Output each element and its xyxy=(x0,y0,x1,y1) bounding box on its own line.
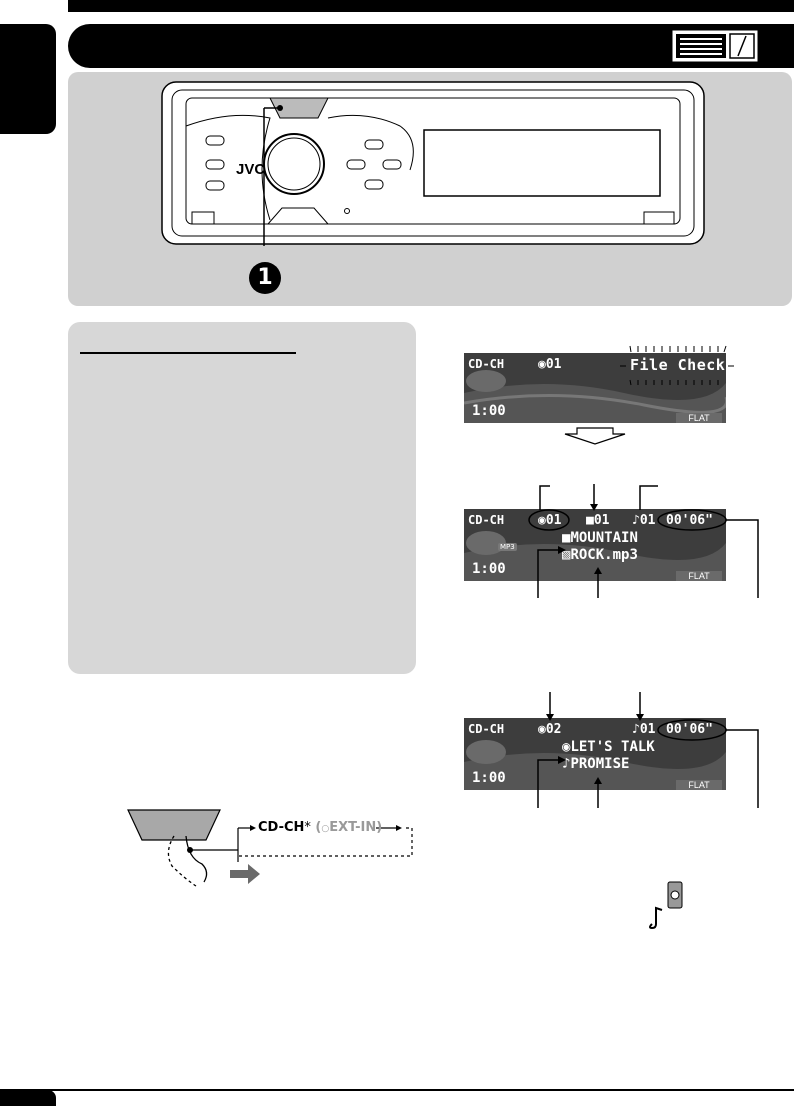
disc-and-note-icon xyxy=(649,881,683,930)
down-arrow xyxy=(564,427,626,445)
track-title: ♪PROMISE xyxy=(562,756,630,772)
folder-name: ■MOUNTAIN xyxy=(562,530,638,546)
clock: 1:00 xyxy=(472,770,506,786)
callout-number: 1 xyxy=(249,262,281,294)
lcd-screen-3: CD-CH ◉02 ♪01 00'06" ◉LET'S TALK ♪PROMIS… xyxy=(464,718,726,790)
brand-logo: JVC xyxy=(236,161,265,178)
source-button-illustration xyxy=(127,809,260,887)
eq-mode: FLAT xyxy=(676,780,722,790)
top-rule xyxy=(68,0,794,12)
source-label: CD-CH xyxy=(468,513,505,527)
lcd3-callouts xyxy=(537,692,759,808)
clock: 1:00 xyxy=(472,561,506,577)
heading-underline xyxy=(80,352,296,354)
disc-number: ◉02 xyxy=(538,722,562,737)
folder-number: ■01 xyxy=(586,513,610,528)
disc-number: ◉01 xyxy=(538,357,562,372)
source-label: CD-CH xyxy=(468,722,505,736)
info-box xyxy=(68,322,416,674)
mp3-badge: MP3 xyxy=(498,543,517,551)
lcd-screen-2: CD-CH MP3 ◉01 ■01 ♪01 00'06" ■MOUNTAIN ▧… xyxy=(464,509,726,581)
bottom-rule xyxy=(0,1089,794,1091)
car-stereo-faceplate: JVC xyxy=(161,81,705,246)
blink-indicator xyxy=(620,345,734,386)
elapsed-time: 00'06" xyxy=(666,513,713,528)
eq-mode: FLAT xyxy=(676,413,722,423)
file-check-message: File Check xyxy=(630,356,726,374)
flow-cd-ch: CD-CH* (○EXT-IN) xyxy=(258,820,383,835)
flow-arrows xyxy=(238,825,413,857)
track-number: ♪01 xyxy=(632,513,656,528)
clock: 1:00 xyxy=(472,403,506,419)
disc-number: ◉01 xyxy=(538,513,562,528)
track-number: ♪01 xyxy=(632,722,656,737)
file-name: ▧ROCK.mp3 xyxy=(562,547,638,563)
eq-mode: FLAT xyxy=(676,571,722,581)
language-tab xyxy=(0,24,56,134)
page-number-tab xyxy=(0,1090,56,1106)
lcd2-callouts xyxy=(528,484,759,598)
device-icon xyxy=(672,30,758,62)
lcd-screen-1: CD-CH ◉01 File Check 1:00 FLAT xyxy=(464,353,726,423)
source-label: CD-CH xyxy=(468,357,505,371)
disc-title: ◉LET'S TALK xyxy=(562,739,655,755)
elapsed-time: 00'06" xyxy=(666,722,713,737)
